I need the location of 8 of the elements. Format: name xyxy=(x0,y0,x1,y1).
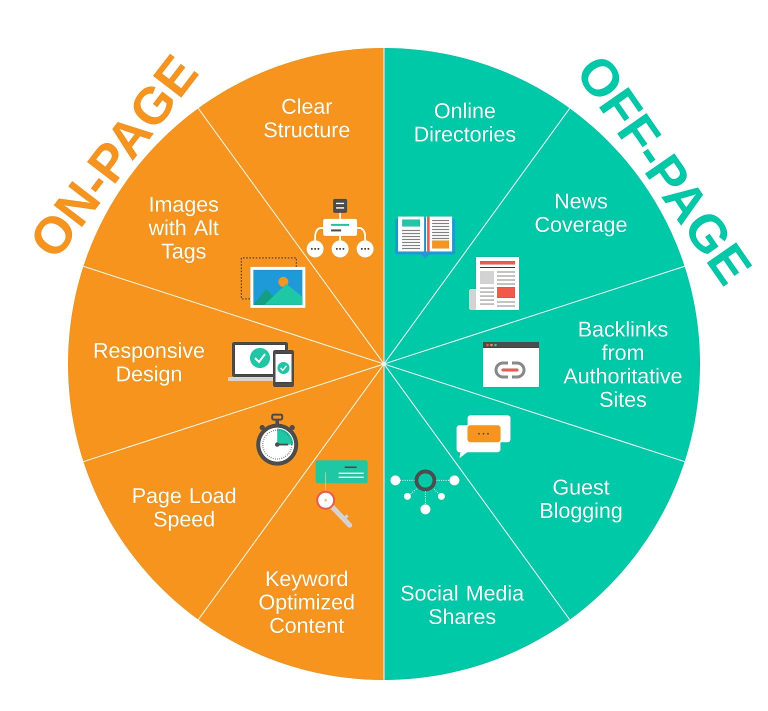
segment-label: Responsive Design xyxy=(94,342,204,386)
segment-label: Backlinks from Authoritative Sites xyxy=(564,321,682,407)
segment-label: Guest Blogging xyxy=(541,480,622,522)
segment-label: Clear Structure xyxy=(264,98,350,138)
segment-label: Page Load Speed xyxy=(134,487,236,531)
segment-label: Social Media Shares xyxy=(401,585,524,624)
segment-label: Keyword Optimized Content xyxy=(260,570,354,634)
segment-label: Online Directories xyxy=(415,102,516,142)
